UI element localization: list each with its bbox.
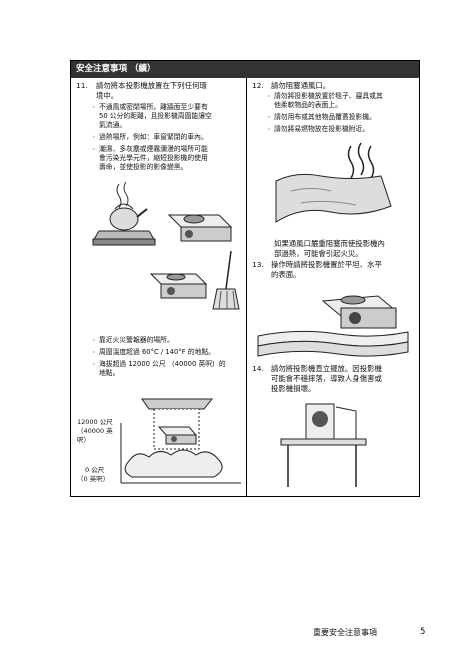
altitude-bottom-label-2: （0 英呎） [77,475,110,483]
item-11-bullet-2: 過熱場所，例如：車窗緊閉的車內。 [92,133,208,142]
item-12-bullet-1a: 請勿將投影機放置於毯子、寢具或其 [267,92,383,101]
item-14-line3: 投影機損壞。 [271,384,316,393]
column-divider [246,78,247,496]
item-12-number: 12. [252,81,264,90]
altitude-top-label-1: 12000 公尺 [77,418,113,426]
item-11-number: 11. [76,81,88,90]
kettle-projector-illustration [79,179,239,249]
projector-on-blankets-illustration [253,286,413,361]
item-14-line1: 請勿將投影機直立擺放。因投影機 [271,364,382,373]
altitude-illustration [119,391,244,491]
upright-projector-illustration [276,399,371,489]
altitude-bottom-label-1: 0 公尺 [85,466,105,474]
item-12-bullet-1b: 他柔軟物品的表面上。 [274,101,342,109]
item-12-bullet-3: 請勿將易燃物放在投影機附近。 [267,125,369,134]
page-number: 5 [420,627,426,637]
item-11-bullet-1c: 氣流通。 [99,121,127,129]
safety-table: 安全注意事項 （續） 11. 請勿將本投影機放置在下列任何環 境中。 不通風或密… [70,60,420,497]
item-11-bullet-4: 靠近火災警報器的場所。 [92,336,174,345]
item-12-bullet-2: 請勿用布或其他物品覆蓋投影機。 [267,113,376,122]
item-11-bullet-5: 周圍溫度超過 60°C / 140°F 的地點。 [92,348,215,357]
item-11-bullet-6a: 海拔超過 12000 公尺 （40000 英呎）的 [92,360,226,369]
item-11-bullet-1b: 50 公分的距離，且投影機周圍能讓空 [99,112,212,120]
item-11-bullet-3c: 壽命，並使投影的影像變黑。 [99,163,188,171]
item-13-line2: 的表面。 [271,270,301,279]
table-header: 安全注意事項 （續） [71,61,419,78]
projector-broom-illustration [141,249,246,314]
item-11-bullet-1a: 不通風或密閉場所。離牆面至少要有 [92,103,208,112]
item-11-line1: 請勿將本投影機放置在下列任何環 [96,81,207,90]
item-12-line1: 請勿阻塞通風口。 [271,81,331,90]
altitude-top-label-3: 呎） [77,436,90,444]
item-13-number: 13. [252,260,264,269]
item-14-line2: 可能會不穩摔落，導致人身傷害或 [271,374,382,383]
item-14-number: 14. [252,364,264,373]
footer-section-title: 重要安全注意事項 [313,628,377,637]
altitude-top-label-2: （40000 英 [77,427,113,435]
item-13-line1: 操作時請將投影機置於平坦、水平 [271,260,382,269]
item-11-bullet-6b: 地點。 [99,369,120,377]
item-11-line2: 境中。 [96,91,119,100]
item-12-note-2: 部過熱，可能會引起火災。 [274,249,363,258]
item-11-bullet-3b: 會污染光學元件，縮短投影機的使用 [99,154,208,162]
item-12-note-1: 如果通風口嚴重阻塞而使投影機內 [274,239,385,248]
covered-projector-illustration [261,141,411,231]
item-11-bullet-3a: 潮濕、多灰塵或煙霧瀰漫的場所可能 [92,145,208,154]
